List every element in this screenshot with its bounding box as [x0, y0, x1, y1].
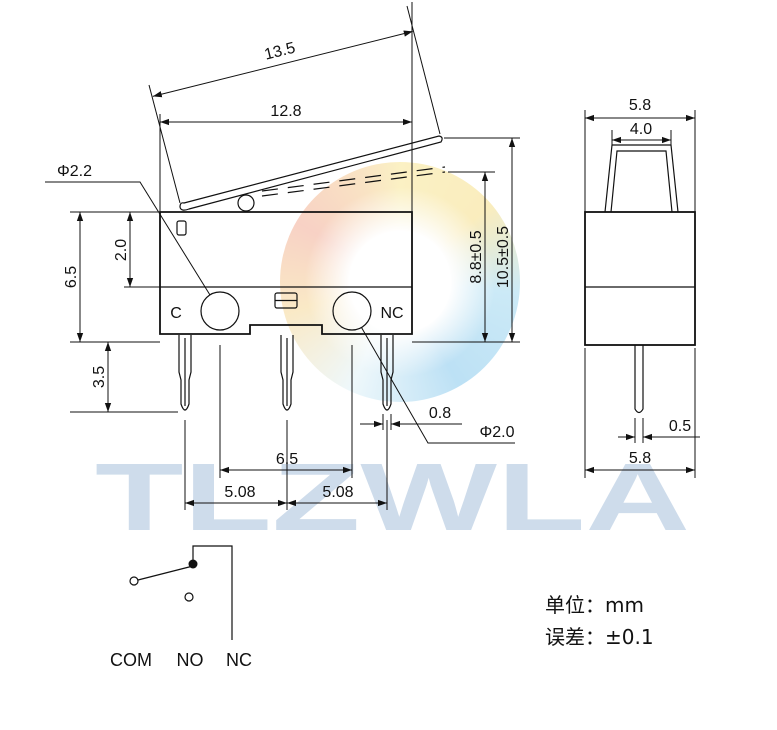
dim-body-length: 12.8: [159, 2, 413, 212]
pin-no: [280, 335, 294, 411]
dim-hole-top-offset-label: 2.0: [113, 239, 130, 261]
dim-pin-length-label: 3.5: [91, 366, 108, 388]
side-view: [584, 144, 696, 414]
front-view: C NC: [159, 135, 446, 411]
dim-pin-pitch-left: 5.08: [185, 484, 287, 507]
dimension-line: [152, 30, 413, 98]
dim-c-hole-diameter: Φ2.2: [45, 163, 211, 296]
dim-operating-height-label: 8.8±0.5: [468, 230, 485, 283]
roller: [237, 194, 255, 212]
dim-free-height: 10.5±0.5: [444, 137, 520, 342]
dim-pin-length: 3.5: [70, 342, 178, 413]
dim-body-height-label: 6.5: [63, 266, 80, 288]
side-actuator-inner: [610, 150, 673, 213]
pin-com: [178, 335, 192, 411]
dim-pin-thickness-label: 0.5: [669, 418, 691, 435]
dim-c-hole-diameter-label: Φ2.2: [57, 163, 92, 180]
dim-pin-pitch-right-label: 5.08: [322, 484, 353, 501]
label-c: C: [170, 305, 182, 322]
side-body: [584, 211, 696, 346]
dim-hole-top-offset: 2.0: [113, 212, 160, 288]
nc-wire: [192, 545, 233, 640]
dim-body-height: 6.5: [63, 212, 84, 342]
dim-body-length-label: 12.8: [270, 103, 301, 120]
com-terminal: [129, 576, 139, 586]
dim-nc-hole-diameter: Φ2.0: [361, 327, 515, 444]
dim-side-body-width-bottom: 5.8: [584, 348, 696, 478]
leader-line: [45, 181, 211, 296]
dim-hole-spacing-label: 6.5: [276, 451, 298, 468]
pivot-tab: [176, 220, 187, 236]
dim-operating-height: 8.8±0.5: [448, 171, 495, 342]
notes: 单位：mm 误差：±0.1: [545, 593, 654, 649]
lever: [179, 135, 443, 212]
leader-line: [361, 327, 515, 444]
dim-pin-pitch-right: 5.08: [287, 484, 387, 507]
dim-side-body-width-top-label: 5.8: [629, 97, 651, 114]
dim-pin-pitch-left-label: 5.08: [224, 484, 255, 501]
dim-pin-width-label: 0.8: [429, 405, 451, 422]
side-pin: [634, 345, 644, 414]
switch-arm: [137, 565, 194, 581]
dim-pin-thickness: 0.5: [618, 418, 700, 443]
dim-hole-spacing: 6.5: [220, 451, 352, 474]
extension-line: [148, 84, 181, 204]
schematic-label-com: COM: [110, 650, 152, 670]
schematic-label-nc: NC: [226, 650, 252, 670]
center-mark: [274, 292, 298, 309]
hole-nc: [332, 291, 372, 331]
watermark-logo: [280, 162, 520, 402]
dim-actuator-width-label: 4.0: [630, 121, 652, 138]
label-nc: NC: [380, 305, 403, 322]
hole-c: [200, 291, 240, 331]
dim-free-height-label: 10.5±0.5: [495, 226, 512, 288]
switch-body: [159, 211, 413, 335]
watermark-text: TLZWLA: [95, 444, 690, 551]
no-terminal: [184, 592, 194, 602]
lever-pressed-outline: [261, 166, 446, 197]
dim-lever-length-label: 13.5: [263, 40, 297, 64]
dim-pin-width: 0.8: [360, 405, 462, 430]
side-actuator: [604, 144, 679, 213]
unit-note: 单位：mm: [545, 593, 644, 617]
switch-schematic: COM NO NC: [110, 545, 252, 670]
dim-actuator-width: 4.0: [611, 121, 672, 145]
nc-contact: [188, 559, 198, 569]
dim-side-body-width-top: 5.8: [584, 97, 696, 212]
tolerance-note: 误差：±0.1: [545, 625, 654, 649]
dim-nc-hole-diameter-label: Φ2.0: [479, 424, 514, 441]
dim-side-body-width-bottom-label: 5.8: [629, 450, 651, 467]
schematic-label-no: NO: [177, 650, 204, 670]
